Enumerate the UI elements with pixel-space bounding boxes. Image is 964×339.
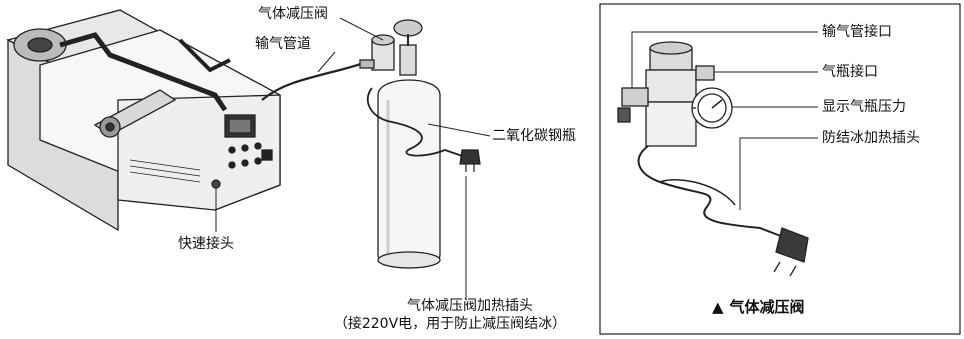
anti-freeze-plug-icon xyxy=(773,227,809,277)
detail-title-text: 气体减压阀 xyxy=(729,298,805,316)
hose-port-label: 输气管接口 xyxy=(822,24,892,40)
detail-leader-lines xyxy=(631,31,818,210)
anti-freeze-plug-label: 防结冰加热插头 xyxy=(822,130,920,146)
pressure-display-label: 显示气瓶压力 xyxy=(822,99,906,115)
cylinder-port-label: 气瓶接口 xyxy=(822,64,878,80)
reducer-valve-label: 气体减压阀 xyxy=(258,6,328,22)
welding-machine xyxy=(6,9,281,232)
heater-cable xyxy=(366,87,469,159)
heater-plug-label: 气体减压阀加热插头 xyxy=(407,298,533,314)
detail-title: ▲ 气体减压阀 xyxy=(712,296,805,317)
heater-plug-note: （接220V电，用于防止减压阀结冰） xyxy=(333,316,567,332)
co2-cylinder-label: 二氧化碳钢瓶 xyxy=(492,128,576,144)
regulator-detail xyxy=(617,41,733,147)
detail-heater-cable xyxy=(637,145,787,239)
quick-connector-label: 快速接头 xyxy=(178,236,234,252)
triangle-icon: ▲ xyxy=(712,298,724,316)
gas-hose-label: 输气管道 xyxy=(255,36,311,52)
heater-plug-icon xyxy=(459,149,481,172)
leader-lines xyxy=(215,17,491,300)
co2-cylinder xyxy=(359,19,441,269)
